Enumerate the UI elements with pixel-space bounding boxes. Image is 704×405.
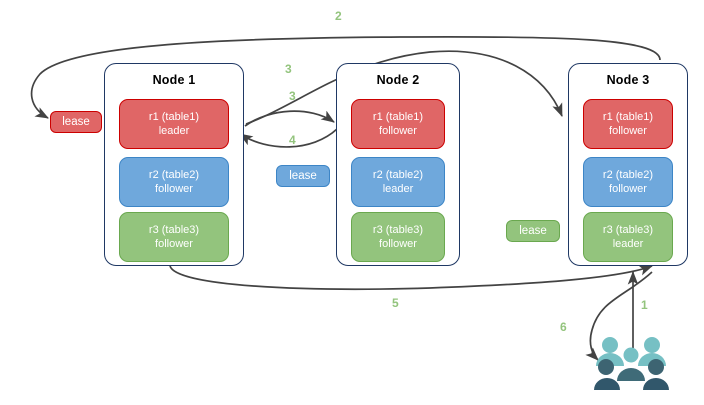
node-title: Node 3 <box>606 73 650 87</box>
replica-r2[interactable]: r2 (table2) leader <box>351 157 445 207</box>
replica-line-2: follower <box>155 183 193 195</box>
replica-r3[interactable]: r3 (table3) leader <box>583 212 673 262</box>
replica-line-1: r1 (table1) <box>372 111 424 123</box>
replica-line-2: follower <box>609 125 647 137</box>
people-group-icon <box>594 337 669 390</box>
replica-line-2: follower <box>379 238 417 250</box>
replica-line-1: r3 (table3) <box>602 224 654 236</box>
step-label-6: 6 <box>560 320 567 334</box>
replica-line-1: r1 (table1) <box>602 111 654 123</box>
replica-line-2: follower <box>379 125 417 137</box>
replica-line-2: leader <box>382 183 414 195</box>
step-label-5: 5 <box>392 296 399 310</box>
arrow-step-3-to-node3 <box>245 50 563 125</box>
step-label-3b: 3 <box>289 89 296 103</box>
replica-r2[interactable]: r2 (table2) follower <box>119 157 229 207</box>
replica-line-1: r1 (table1) <box>148 111 200 123</box>
replica-line-2: leader <box>612 238 644 250</box>
replica-r1[interactable]: r1 (table1) follower <box>351 99 445 149</box>
replica-line-1: r2 (table2) <box>372 169 424 181</box>
replica-r3[interactable]: r3 (table3) follower <box>351 212 445 262</box>
replica-line-1: r3 (table3) <box>372 224 424 236</box>
node-title: Node 1 <box>152 73 196 87</box>
step-label-1: 1 <box>641 298 648 312</box>
replica-line-1: r2 (table2) <box>148 169 200 181</box>
arrow-step-4 <box>239 128 338 148</box>
node-title: Node 2 <box>376 73 420 87</box>
replica-line-1: r2 (table2) <box>602 169 654 181</box>
arrow-step-5 <box>169 265 653 291</box>
lease-chip-r2[interactable]: lease <box>276 165 330 187</box>
arrow-step-3-to-node2 <box>244 110 335 127</box>
lease-chip-r1[interactable]: lease <box>50 111 102 133</box>
step-label-2: 2 <box>335 9 342 23</box>
replica-line-2: follower <box>155 238 193 250</box>
replica-line-2: follower <box>609 183 647 195</box>
node-box-3[interactable]: Node 3 r1 (table1) follower r2 (table2) … <box>568 63 688 266</box>
replica-line-1: r3 (table3) <box>148 224 200 236</box>
step-label-3a: 3 <box>285 62 292 76</box>
lease-chip-r3[interactable]: lease <box>506 220 560 242</box>
node-box-1[interactable]: Node 1 r1 (table1) leader r2 (table2) fo… <box>104 63 244 266</box>
step-label-4: 4 <box>289 133 296 147</box>
arrow-step-6 <box>585 271 653 361</box>
replica-r1[interactable]: r1 (table1) leader <box>119 99 229 149</box>
replica-r1[interactable]: r1 (table1) follower <box>583 99 673 149</box>
replica-r2[interactable]: r2 (table2) follower <box>583 157 673 207</box>
arrow-step-2 <box>30 35 661 119</box>
node-box-2[interactable]: Node 2 r1 (table1) follower r2 (table2) … <box>336 63 460 266</box>
replica-line-2: leader <box>158 125 190 137</box>
replica-r3[interactable]: r3 (table3) follower <box>119 212 229 262</box>
